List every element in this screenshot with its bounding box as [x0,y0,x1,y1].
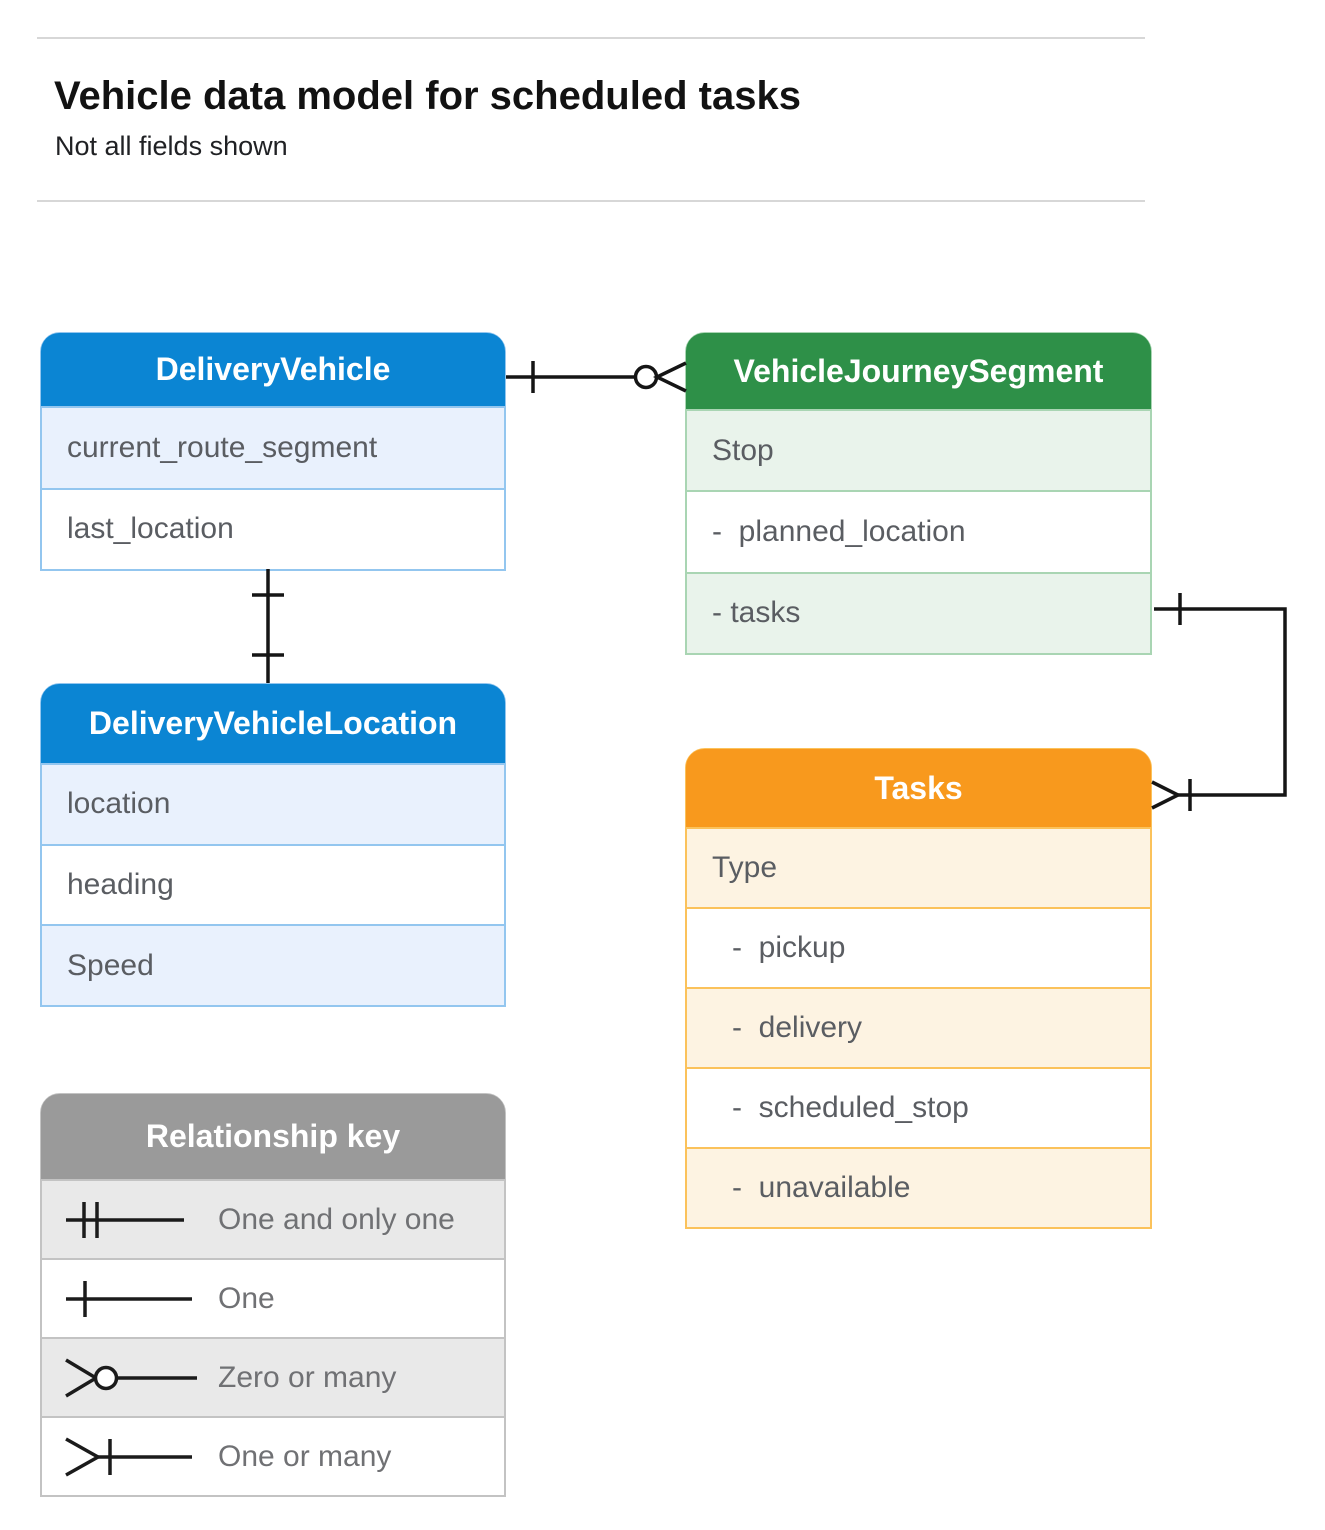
legend-item: Zero or many [42,1337,504,1416]
one-or-many-icon [65,1436,192,1477]
legend-label: Zero or many [218,1360,397,1394]
entity-title: Tasks [686,749,1151,827]
field-row: Speed [42,924,504,1006]
field-row: - scheduled_stop [687,1067,1150,1147]
entity-title: DeliveryVehicle [41,333,505,406]
page-subtitle: Not all fields shown [55,131,288,161]
legend-label: One or many [218,1439,392,1473]
entity-title: VehicleJourneySegment [686,333,1151,409]
field-row: location [42,763,504,844]
entity-vehicle-journey-segment: VehicleJourneySegment Stop - planned_loc… [685,332,1152,655]
legend-label: One and only one [218,1202,455,1236]
field-row: Type [687,827,1150,907]
one-icon [66,1280,192,1317]
field-row: heading [42,843,504,925]
legend-label: One [218,1281,275,1315]
entity-tasks: Tasks Type - pickup - delivery - schedul… [685,748,1152,1229]
zero-or-many-icon [65,1357,197,1398]
entity-delivery-vehicle: DeliveryVehicle current_route_segment la… [40,332,506,571]
legend-item: One [42,1258,504,1337]
field-row: - planned_location [687,490,1150,572]
field-row: - delivery [687,987,1150,1067]
field-row: - unavailable [687,1147,1150,1227]
field-row: last_location [42,487,504,569]
page-title: Vehicle data model for scheduled tasks [54,74,801,118]
field-row: current_route_segment [42,406,504,488]
one-and-only-one-icon [66,1201,184,1238]
field-row: - pickup [687,907,1150,987]
relationship-key: Relationship key One and only one One Ze… [40,1093,506,1497]
entity-delivery-vehicle-location: DeliveryVehicleLocation location heading… [40,683,506,1008]
legend-item: One or many [42,1416,504,1495]
entity-title: DeliveryVehicleLocation [41,684,505,763]
connector-deliveryvehicle-deliveryvehiclelocation [252,569,284,683]
relationship-key-title: Relationship key [41,1094,505,1179]
field-row: - tasks [687,571,1150,653]
header-divider [37,200,1145,202]
top-divider [37,37,1145,39]
connector-deliveryvehicle-vehiclejourneysegment [506,361,687,393]
legend-item: One and only one [42,1179,504,1258]
connector-vehiclejourneysegment-tasks [1151,593,1287,811]
field-row: Stop [687,409,1150,491]
